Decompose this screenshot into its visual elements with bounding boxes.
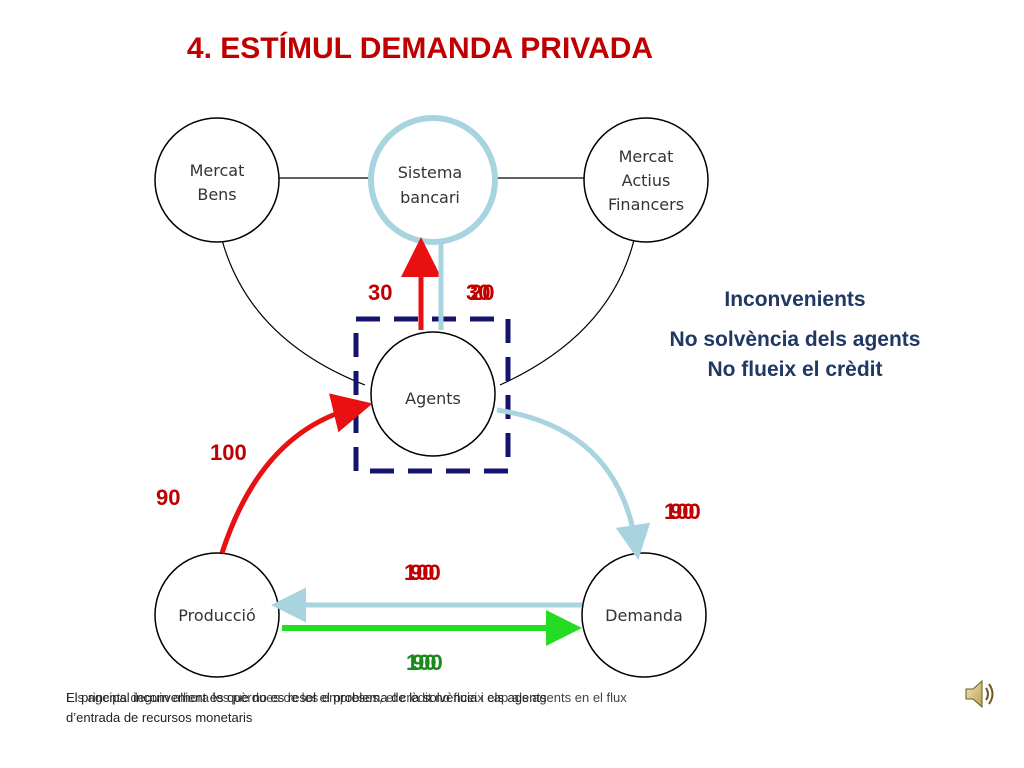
node-agents: Agents	[370, 331, 496, 457]
node-mercat-bens: Mercat Bens	[154, 117, 280, 243]
svg-text:bancari: bancari	[400, 188, 460, 207]
node-produccio: Producció	[154, 552, 280, 678]
connector-bens-agents	[221, 239, 366, 386]
flow-value-demand-prod-b: 90	[410, 560, 434, 585]
flow-value-prod-agents-a: 100	[210, 440, 247, 465]
flow-value-prod-demand-a: 100	[406, 650, 443, 675]
flow-value-agents-demand-b: 90	[670, 499, 694, 524]
flow-value-prod-agents-b: 90	[156, 485, 180, 510]
info-heading: Inconvenients	[724, 288, 866, 311]
flow-value-credit-up: 30	[368, 280, 392, 305]
svg-text:Mercat: Mercat	[619, 147, 674, 166]
node-sistema-bancari: Sistema bancari	[368, 115, 498, 245]
slide-title: 4. ESTÍMUL DEMANDA PRIVADA	[186, 32, 654, 65]
svg-text:Mercat: Mercat	[190, 161, 245, 180]
flow-value-prod-demand-b: 90	[412, 650, 436, 675]
connector-actius-agents	[499, 239, 635, 386]
footnote-line-1: El principal inconvenient és que no es r…	[66, 690, 547, 705]
connector-lines	[221, 177, 635, 386]
flow-value-demand-prod-a: 100	[404, 560, 441, 585]
flow-value-credit-down-a: 30	[466, 280, 490, 305]
flow-value-credit-down-b: 20	[470, 280, 494, 305]
speaker-icon[interactable]	[962, 676, 998, 717]
flow-value-agents-demand-a: 100	[664, 499, 701, 524]
svg-text:Bens: Bens	[197, 185, 236, 204]
svg-text:Demanda: Demanda	[605, 606, 683, 625]
footnote-line-2: d’entrada de recursos monetaris	[66, 710, 253, 725]
footnote-overlay-line: Els agents deguin alhora les pèrdues de …	[66, 690, 627, 705]
svg-text:Actius: Actius	[622, 171, 671, 190]
svg-text:Sistema: Sistema	[398, 163, 462, 182]
info-line-credit: No flueix el crèdit	[707, 358, 883, 381]
info-line-solvencia: No solvència dels agents	[669, 328, 921, 351]
node-demanda: Demanda	[581, 552, 707, 678]
svg-text:Financers: Financers	[608, 195, 684, 214]
arrow-produccio-to-agents-red	[219, 393, 373, 554]
svg-text:Agents: Agents	[405, 389, 461, 408]
arrow-agents-to-demanda-blue	[496, 407, 651, 560]
svg-text:Producció: Producció	[178, 606, 256, 625]
node-mercat-actius: Mercat Actius Financers	[583, 117, 709, 243]
